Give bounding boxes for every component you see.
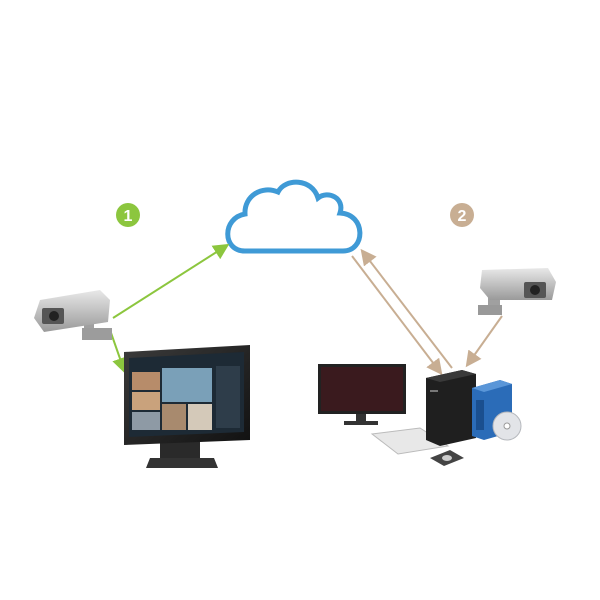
- security-camera-icon: [34, 290, 112, 340]
- step-2-label: 2: [458, 208, 467, 225]
- step-1-label: 1: [124, 208, 133, 225]
- security-camera-icon: [478, 268, 556, 315]
- cloud-icon: [225, 179, 363, 254]
- cd-icon: [492, 411, 522, 441]
- desktop-monitor-icon: [318, 364, 406, 425]
- mouse-icon: [430, 450, 464, 466]
- step-2-badge: 2: [450, 203, 474, 227]
- desktop-computer-icon: [426, 370, 476, 446]
- camera-to-cloud-arrow: [112, 243, 230, 319]
- monitor-icon: [124, 345, 250, 468]
- step-1-badge: 1: [116, 203, 140, 227]
- camera-to-monitor-arrow: [109, 329, 128, 374]
- cloud-to-server-arrow: [351, 255, 443, 376]
- server-to-cloud-arrow: [360, 248, 453, 369]
- camera-to-server-arrow: [465, 315, 503, 368]
